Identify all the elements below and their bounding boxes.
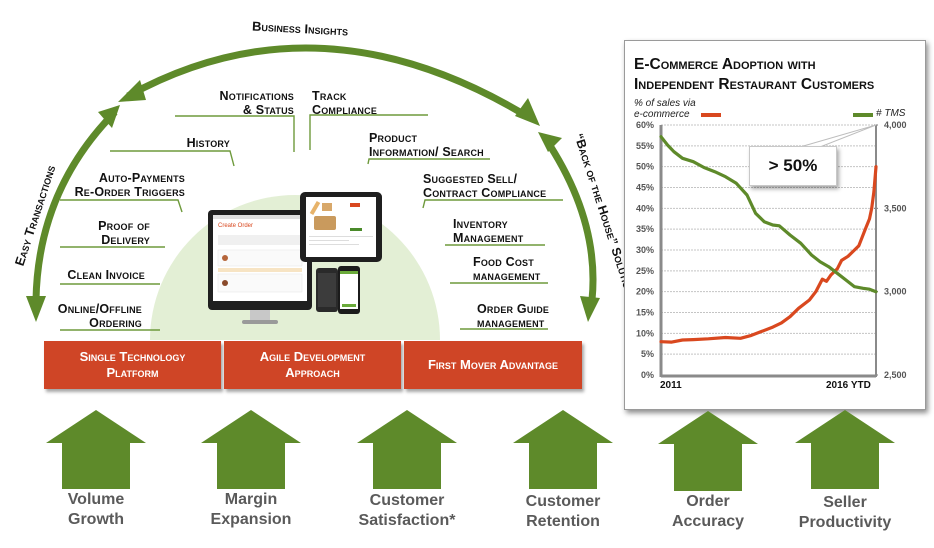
series-line-tms [659, 135, 878, 294]
arc-arrowhead-right [515, 98, 540, 126]
series-line-ecommerce [659, 165, 878, 344]
x-label-start: 2011 [660, 380, 682, 391]
right-axis-label: # TMS [876, 108, 906, 119]
right-tick-label: 3,500 [884, 203, 907, 213]
chart-title: E-Commerce Adoption with Independent Res… [634, 56, 875, 93]
left-tick-label: 15% [636, 308, 654, 318]
left-arc-arrowhead-top [98, 105, 120, 128]
back-of-house-arc [542, 136, 597, 301]
feature-history: History [186, 136, 230, 150]
device-mockup: Create Order [208, 192, 382, 324]
legend-swatch-ecommerce [701, 113, 721, 117]
diagram-canvas: Create Order [26, 44, 600, 340]
right-tick-label: 4,000 [884, 120, 907, 130]
left-tick-label: 20% [636, 287, 654, 297]
left-tick-label: 35% [636, 224, 654, 234]
up-arrow-icon [357, 410, 457, 489]
left-axis-label: % of sales via e-commerce [634, 98, 696, 120]
feature-notifications-status: Notifications& Status [219, 89, 294, 117]
connector-lines-right [309, 114, 563, 330]
up-arrow-icon [658, 411, 758, 491]
right-arc-arrowhead-bottom [580, 296, 600, 322]
mockup-screen-title: Create Order [218, 223, 253, 229]
left-tick-label: 50% [636, 162, 654, 172]
up-arrow-icon [513, 410, 613, 489]
right-tick-label: 3,000 [884, 287, 907, 297]
feature-clean-invoice: Clean Invoice [67, 268, 145, 282]
left-tick-label: 40% [636, 203, 654, 213]
left-tick-label: 25% [636, 266, 654, 276]
callout-pointer [799, 124, 877, 148]
feature-suggested-sell: Suggested Sell/Contract Compliance [423, 172, 547, 200]
pillar-first-mover-advantage: First Mover Advantage [404, 341, 582, 389]
left-tick-label: 45% [636, 183, 654, 193]
left-tick-label: 30% [636, 245, 654, 255]
connector-lines-left [60, 115, 295, 331]
easy-transactions-arc [32, 109, 118, 301]
x-label-end: 2016 YTD [826, 380, 871, 391]
up-arrow-icon [795, 410, 895, 489]
up-arrow-icon [46, 410, 146, 489]
left-tick-label: 5% [641, 349, 654, 359]
arc-arrowhead-left [118, 80, 146, 102]
left-tick-label: 0% [641, 370, 654, 380]
chart-callout: > 50% [749, 146, 837, 186]
outcome-arrows [46, 410, 895, 491]
legend-swatch-tms [853, 113, 873, 117]
business-insights-arc [126, 44, 532, 121]
left-tick-label: 10% [636, 328, 654, 338]
up-arrow-icon [201, 410, 301, 489]
left-arc-arrowhead-bottom [26, 296, 46, 322]
left-tick-label: 60% [636, 120, 654, 130]
left-tick-label: 55% [636, 141, 654, 151]
right-arc-arrowhead-top [538, 132, 562, 152]
right-tick-label: 2,500 [884, 370, 907, 380]
